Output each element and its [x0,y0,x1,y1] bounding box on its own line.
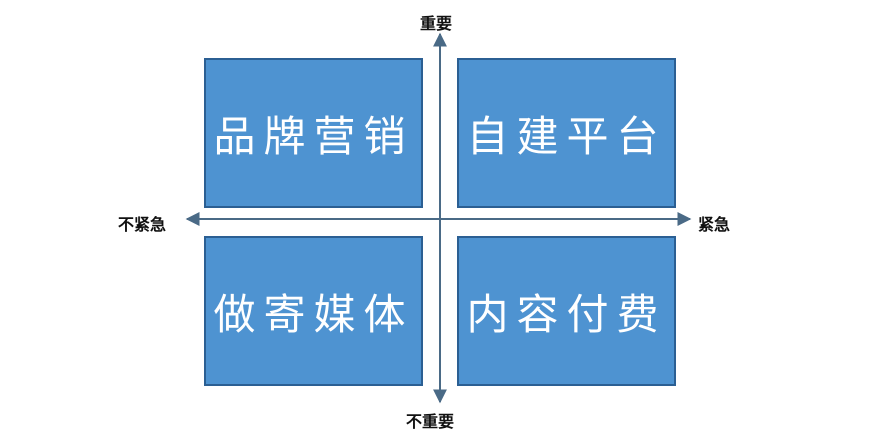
axis-label-important: 重要 [420,14,453,33]
quadrant-brand-marketing: 品牌营销 [204,58,423,208]
axis-label-not-urgent: 不紧急 [118,215,167,234]
axis-label-not-important: 不重要 [406,412,455,431]
axis-label-urgent: 紧急 [698,215,731,234]
quadrant-hosted-media: 做寄媒体 [204,236,423,386]
quadrant-paid-content: 内容付费 [457,236,676,386]
quadrant-own-platform: 自建平台 [457,58,676,208]
